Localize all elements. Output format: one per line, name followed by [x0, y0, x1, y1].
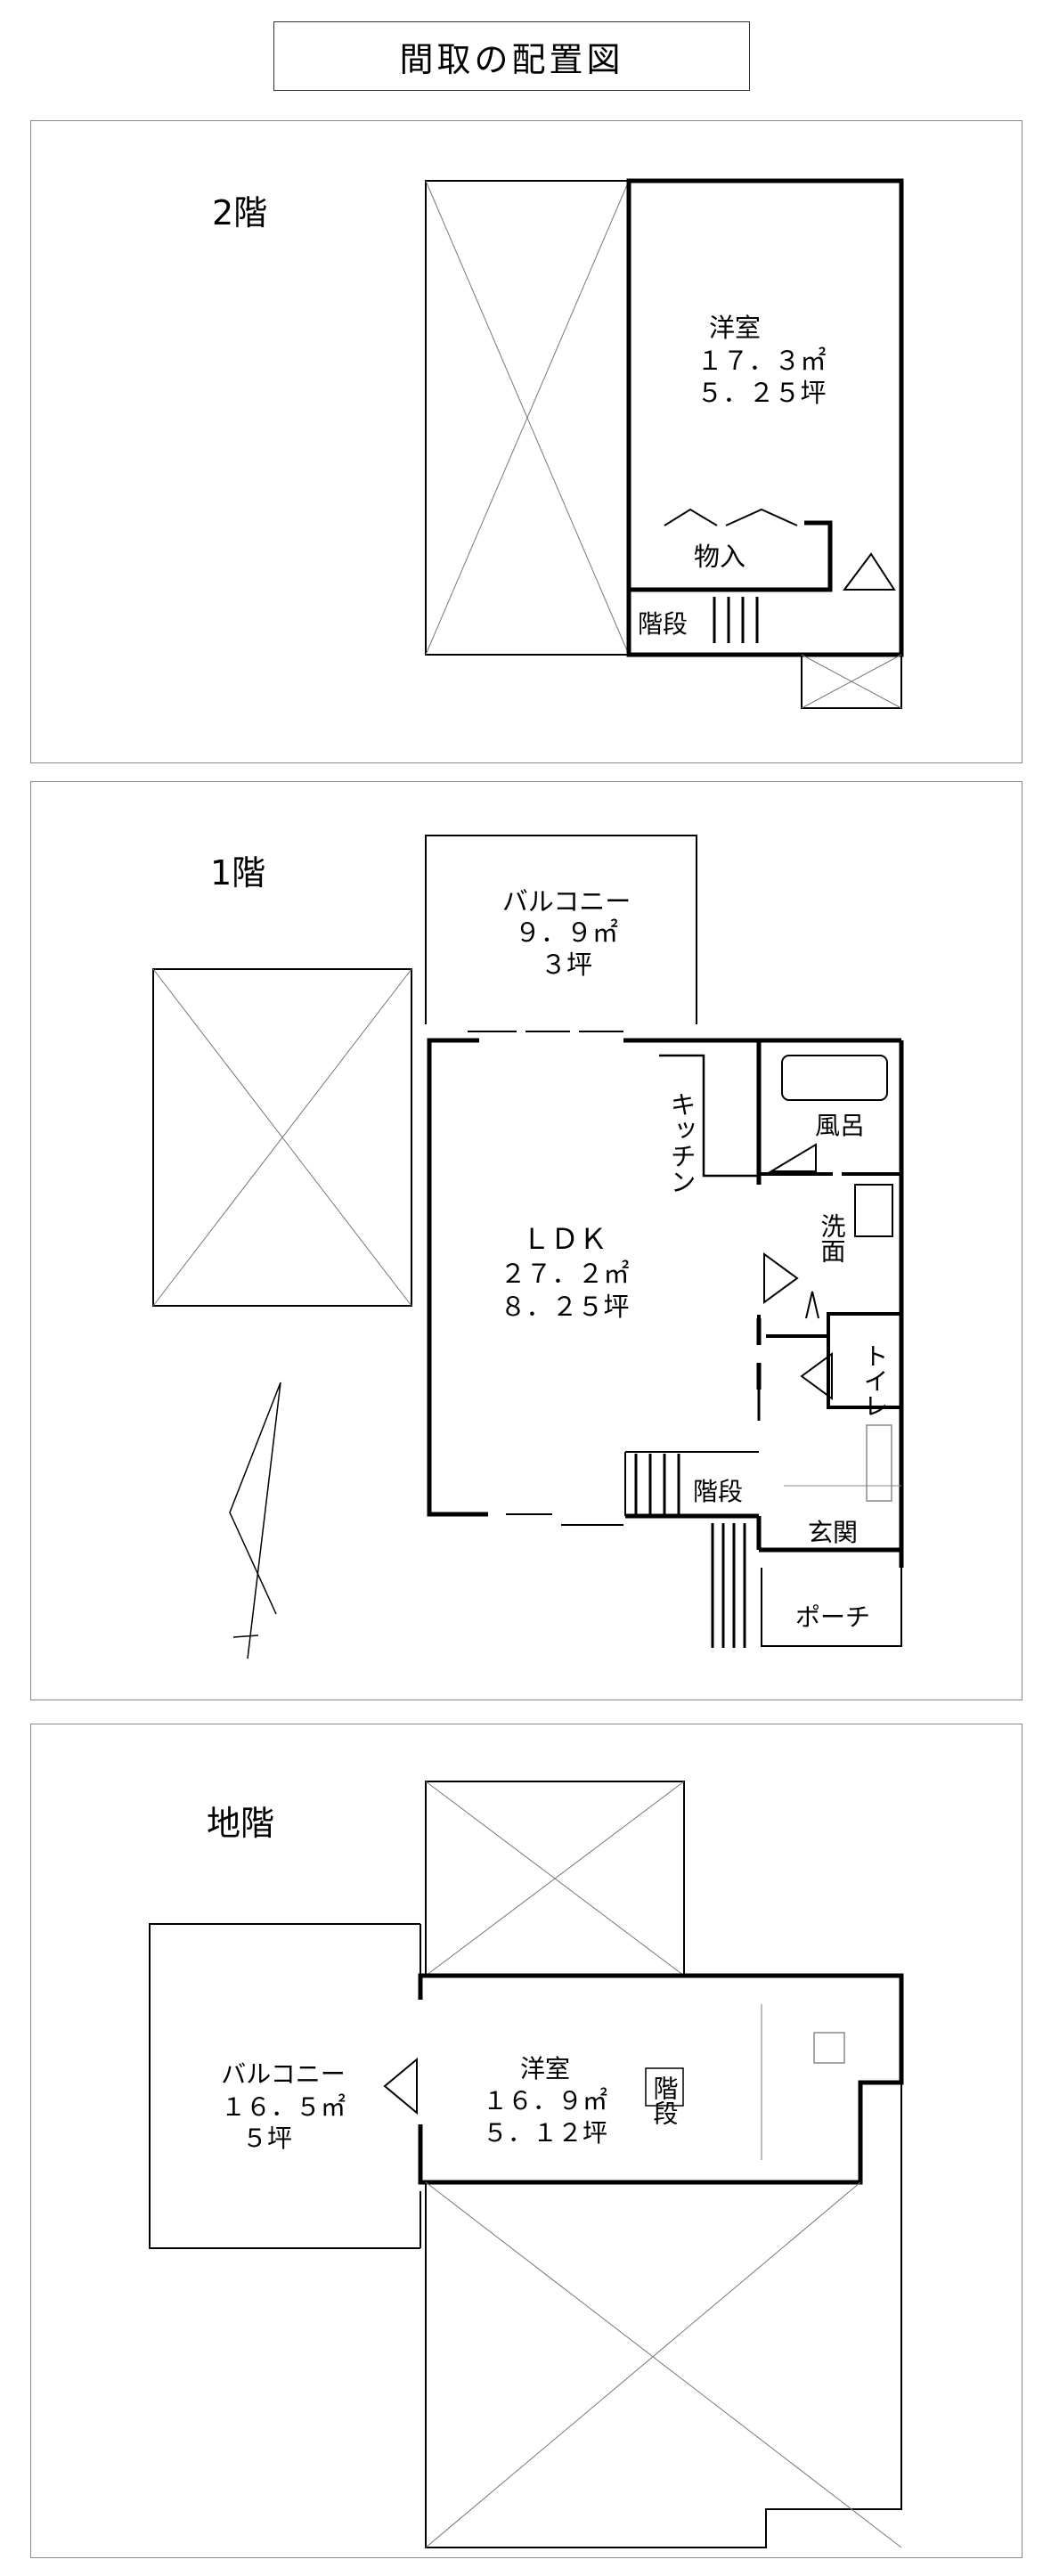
floor1-plan — [152, 835, 904, 1659]
basement-balcony-name: バルコニー — [221, 2059, 345, 2089]
floor1-ldk-name: ＬＤＫ — [522, 1222, 607, 1256]
basement-room-name: 洋室 — [520, 2054, 570, 2083]
floor1-kitchen-label: キッチン — [666, 1091, 697, 1194]
page-title: 間取の配置図 — [273, 21, 750, 91]
floor2-panel — [30, 120, 1022, 763]
basement-room-area-tsubo: ５．１２坪 — [483, 2118, 607, 2148]
floor1-ldk-area-tsubo: ８．２５坪 — [500, 1292, 629, 1322]
floor2-storage-label: 物入 — [694, 542, 745, 572]
floor2-room-area-tsubo: ５．２５坪 — [697, 378, 826, 408]
basement-plan — [149, 1781, 904, 2548]
basement-label: 地階 — [207, 1804, 274, 1843]
floor1-label: 1階 — [210, 853, 265, 893]
basement-balcony-area-m2: １６．５㎡ — [221, 2092, 346, 2122]
basement-balcony-area-tsubo: ５坪 — [242, 2124, 292, 2153]
floor2-plan — [425, 178, 904, 709]
floor1-entrance-label: 玄関 — [808, 1518, 858, 1547]
floor1-balcony-name: バルコニー — [502, 886, 631, 917]
floor2-room-name: 洋室 — [709, 313, 761, 343]
floor1-ldk-area-m2: ２７．２㎡ — [500, 1259, 629, 1289]
floor2-stairs-label: 階段 — [638, 609, 688, 639]
floor1-stairs-label: 階段 — [693, 1477, 743, 1506]
floor1-porch-label: ポーチ — [795, 1602, 870, 1632]
basement-stairs-label: 階段 — [650, 2075, 680, 2125]
floor1-washroom-label: 洗面 — [818, 1213, 847, 1263]
floor1-balcony-area-tsubo: ３坪 — [541, 950, 592, 980]
floor2-label: 2階 — [212, 193, 267, 232]
basement-panel — [30, 1724, 1022, 2558]
floor2-room-area-m2: １７．３㎡ — [697, 346, 826, 376]
floor1-balcony-area-m2: ９．９㎡ — [515, 917, 618, 948]
floor1-panel — [30, 781, 1022, 1700]
basement-room-area-m2: １６．９㎡ — [483, 2086, 607, 2115]
floor1-toilet-label: トイレ — [860, 1343, 890, 1418]
floor1-bath-label: 風呂 — [815, 1111, 865, 1140]
